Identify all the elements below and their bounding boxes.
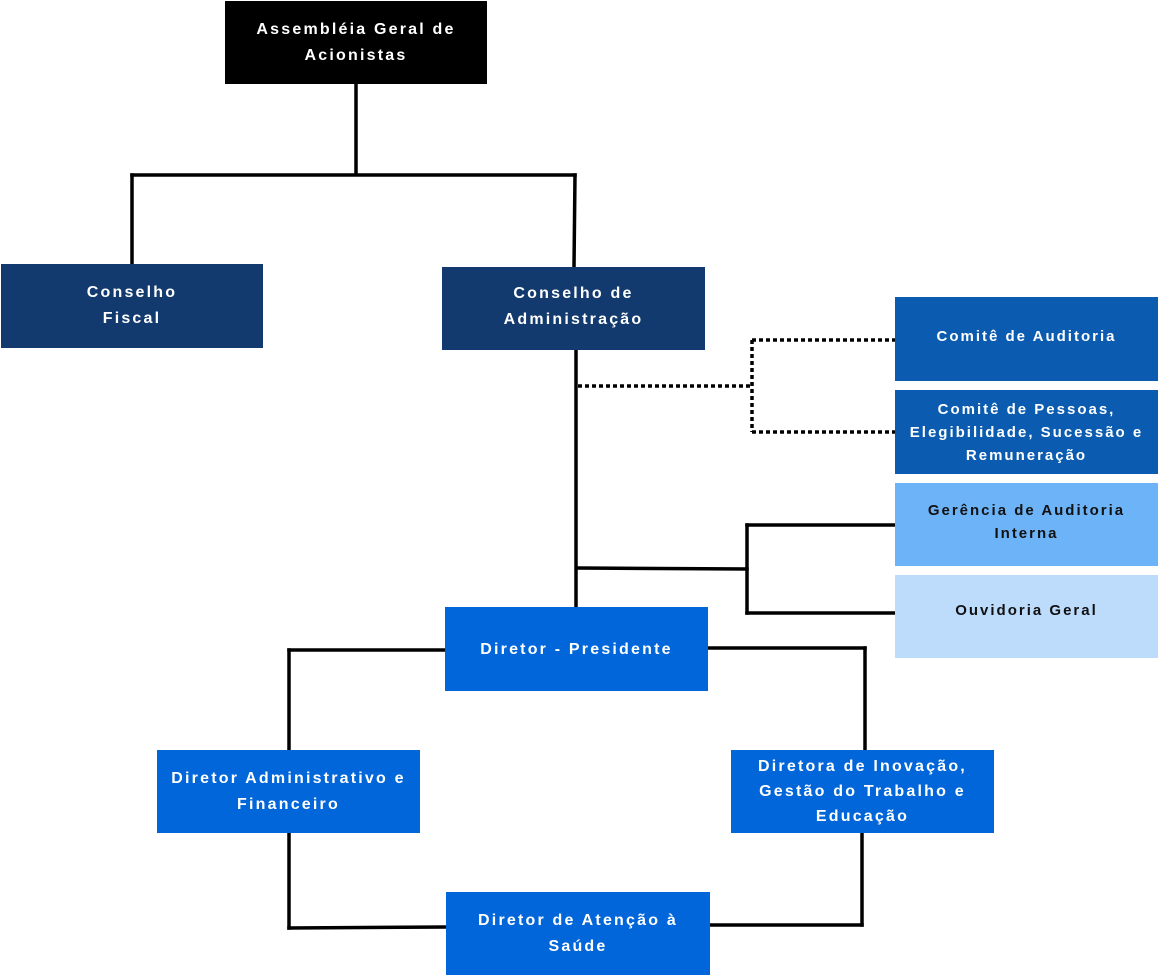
line-to-conselho-adm [572, 173, 577, 269]
node-ouvidoria: Ouvidoria Geral [895, 575, 1158, 658]
node-conselho-fiscal: Conselho Fiscal [1, 264, 263, 348]
line-bottom-left [287, 925, 448, 930]
node-comite-pessoas: Comitê de Pessoas, Elegibilidade, Sucess… [895, 390, 1158, 474]
node-conselho-administracao: Conselho de Administração [442, 267, 705, 350]
node-diretor-presidente: Diretor - Presidente [445, 607, 708, 691]
line-trunk-to-bracket [576, 566, 749, 571]
node-gerencia-auditoria: Gerência de Auditoria Interna [895, 483, 1158, 566]
node-comite-auditoria: Comitê de Auditoria [895, 297, 1158, 381]
node-assembleia: Assembléia Geral de Acionistas [225, 1, 487, 84]
node-diretor-administrativo: Diretor Administrativo e Financeiro [157, 750, 420, 833]
node-diretora-inovacao: Diretora de Inovação, Gestão do Trabalho… [731, 750, 994, 833]
node-diretor-atencao-saude: Diretor de Atenção à Saúde [446, 892, 710, 975]
